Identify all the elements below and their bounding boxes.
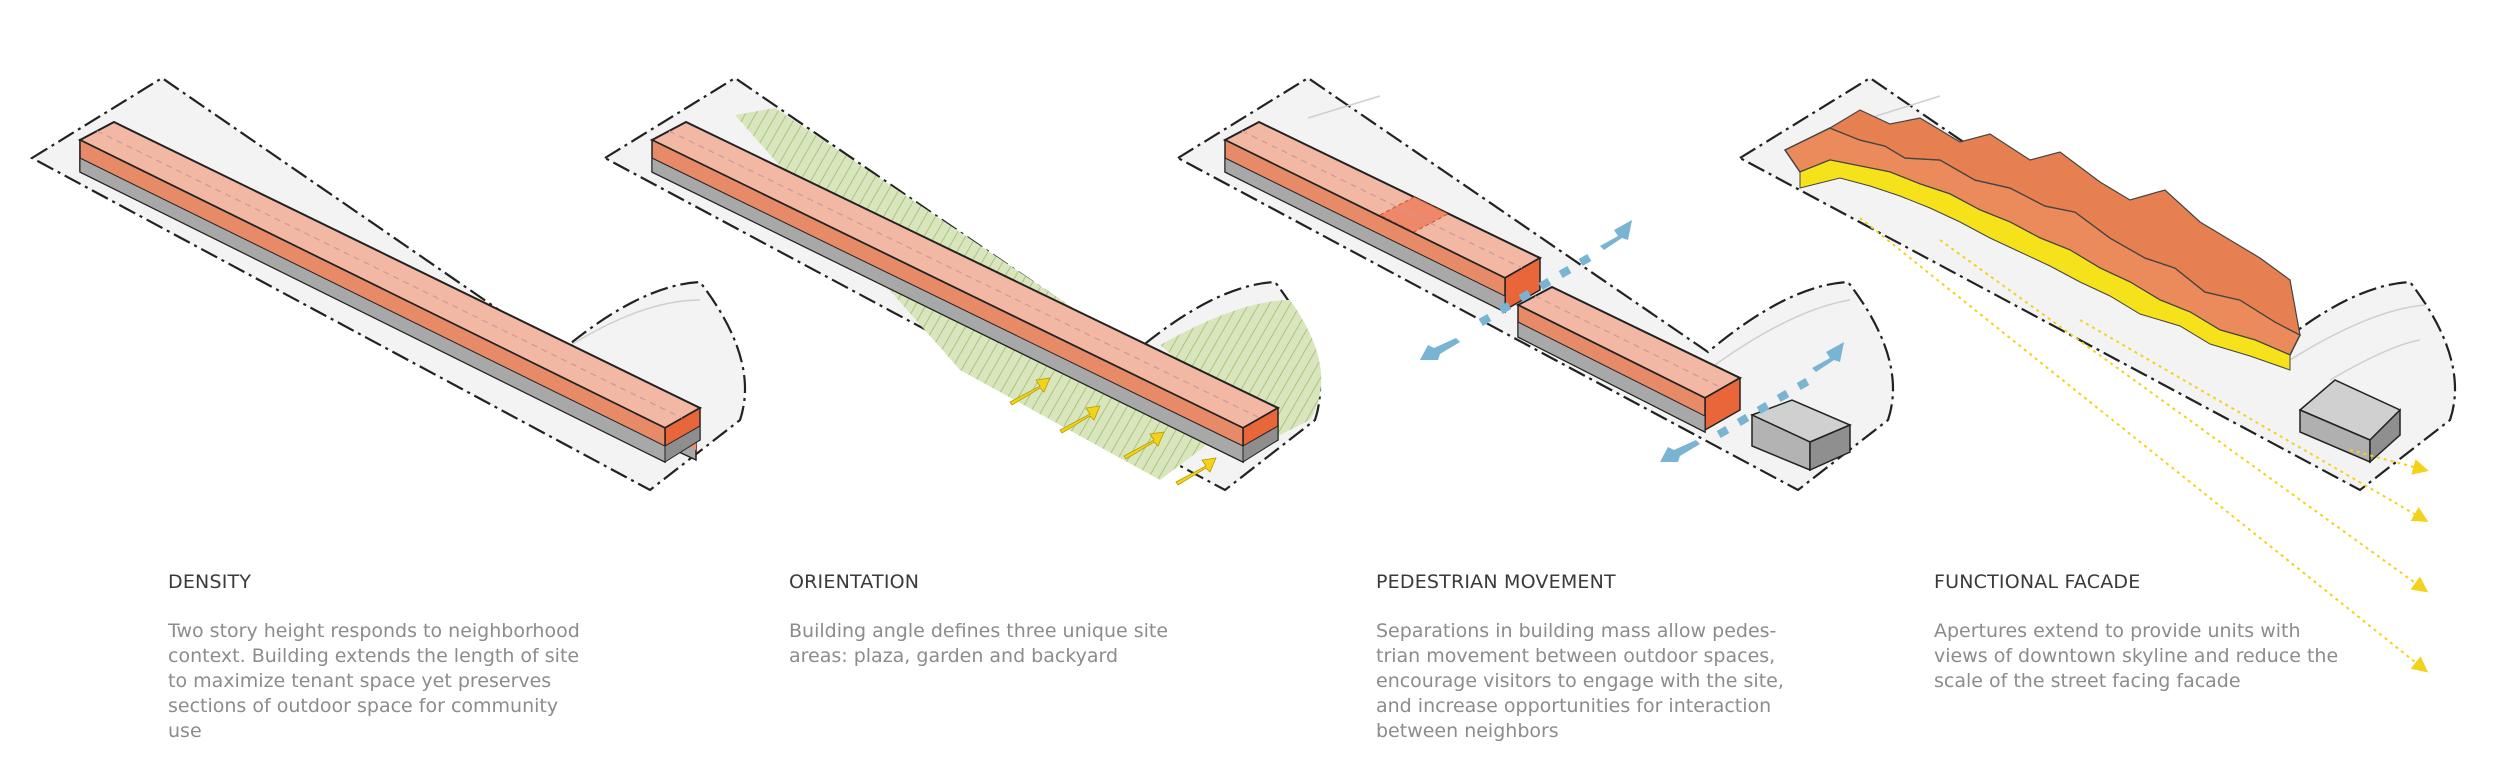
pedestrian-caption: PEDESTRIAN MOVEMENT Separations in build… [1376,571,1856,744]
panel-title: FUNCTIONAL FACADE [1934,571,2141,593]
facade-diagram [1737,76,2457,673]
panel-description: Apertures extend to provide units with v… [1934,620,2339,692]
building-mass-west [1222,120,1543,314]
panel-description: Two story height responds to neighborhoo… [168,620,580,742]
pedestrian-diagram [1175,76,1895,492]
orientation-caption: ORIENTATION Building angle defines three… [789,571,1269,669]
panel-description: Separations in building mass allow pedes… [1376,620,1784,742]
pedestrian-arrows [1420,220,1844,462]
panel-title: PEDESTRIAN MOVEMENT [1376,571,1616,593]
view-lines [1859,217,2429,673]
building-mass [649,120,1281,464]
existing-building [1750,399,1852,472]
sun-arrows [1009,377,1217,486]
facade-caption: FUNCTIONAL FACADE Apertures extend to pr… [1934,571,2414,694]
existing-building [2298,379,2402,464]
density-caption: DENSITY Two story height responds to nei… [168,571,648,744]
stepped-building [1783,109,2302,371]
panel-title: DENSITY [168,571,252,593]
panel-description: Building angle defines three unique site… [789,620,1169,667]
panel-title: ORIENTATION [789,571,920,593]
building-mass-east [1515,285,1743,434]
backyard-garden-area [1160,300,1322,440]
building-mass [77,120,703,464]
orientation-diagram [602,76,1322,492]
density-diagram [29,76,747,492]
site-interior [559,299,701,353]
